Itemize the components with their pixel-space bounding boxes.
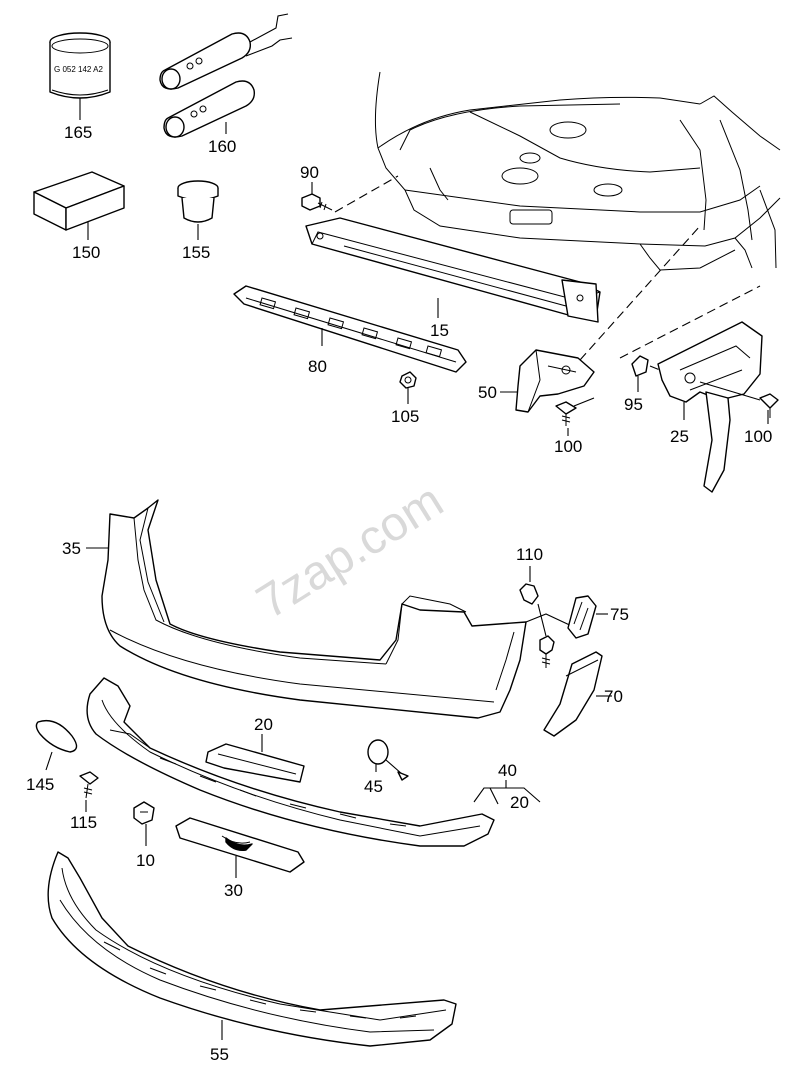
- part-20-plate: [205, 734, 305, 783]
- part-80-energy-absorber: [233, 285, 467, 373]
- callout-75: 75: [610, 605, 629, 624]
- part-30-cover-panel: [175, 817, 305, 878]
- callout-55: 55: [210, 1045, 229, 1064]
- callout-70: 70: [604, 687, 623, 706]
- callout-80: 80: [308, 357, 327, 376]
- part-105-nut: [399, 371, 417, 404]
- part-35-bumper-cover: [86, 499, 527, 719]
- leader-50-to-body: [579, 225, 701, 361]
- part-75-reflector-holder: [567, 595, 608, 639]
- callout-160: 160: [208, 137, 236, 156]
- part-70-trim-strip: [543, 651, 612, 737]
- callout-45: 45: [364, 777, 383, 796]
- watermark-text: 7zap.com: [248, 474, 453, 629]
- part-50-bracket: [500, 349, 595, 413]
- part-55-diffuser: [47, 851, 457, 1047]
- callout-105: 105: [391, 407, 419, 426]
- callout-25: 25: [670, 427, 689, 446]
- callout-165: 165: [64, 123, 92, 142]
- part-150-pad: [33, 171, 125, 240]
- callout-50: 50: [478, 383, 497, 402]
- callout-145: 145: [26, 775, 54, 794]
- callout-30: 30: [224, 881, 243, 900]
- callout-20-left: 20: [254, 715, 273, 734]
- part-25-side-bracket: [657, 321, 763, 493]
- part-100-screw-left: [555, 397, 595, 436]
- callout-10: 10: [136, 851, 155, 870]
- callout-20-right: 20: [510, 793, 529, 812]
- part-45-tow-cap: [367, 739, 409, 781]
- callout-100-left: 100: [554, 437, 582, 456]
- part-15-bumper-beam: [305, 217, 601, 323]
- callout-90: 90: [300, 163, 319, 182]
- leader-95-to-body: [619, 285, 761, 359]
- part-90-bolt: [301, 182, 333, 211]
- callout-110: 110: [516, 545, 543, 564]
- part-40-lower-trim: [86, 677, 495, 847]
- callout-15: 15: [430, 321, 449, 340]
- callout-100-right: 100: [744, 427, 772, 446]
- callout-35: 35: [62, 539, 81, 558]
- vehicle-body-outline: [374, 71, 781, 271]
- part-145-reflector: [35, 719, 78, 771]
- callout-155: 155: [182, 243, 210, 262]
- leader-90-to-body: [334, 175, 399, 213]
- part-115-screw: [79, 771, 99, 812]
- callout-150: 150: [72, 243, 100, 262]
- part-155-cap: [177, 180, 219, 240]
- callout-95: 95: [624, 395, 643, 414]
- callout-40: 40: [498, 761, 517, 780]
- callout-115: 115: [70, 813, 97, 832]
- jar-marking-text: G 052 142 A2: [54, 65, 103, 74]
- part-160-cartridges: [159, 13, 293, 138]
- part-165-sealant-jar: G 052 142 A2: [49, 32, 111, 120]
- part-110-clip: [519, 566, 577, 668]
- callout-group-40-20: [473, 780, 541, 805]
- part-10-clip: [133, 801, 155, 846]
- part-100-screw-right: [699, 381, 779, 424]
